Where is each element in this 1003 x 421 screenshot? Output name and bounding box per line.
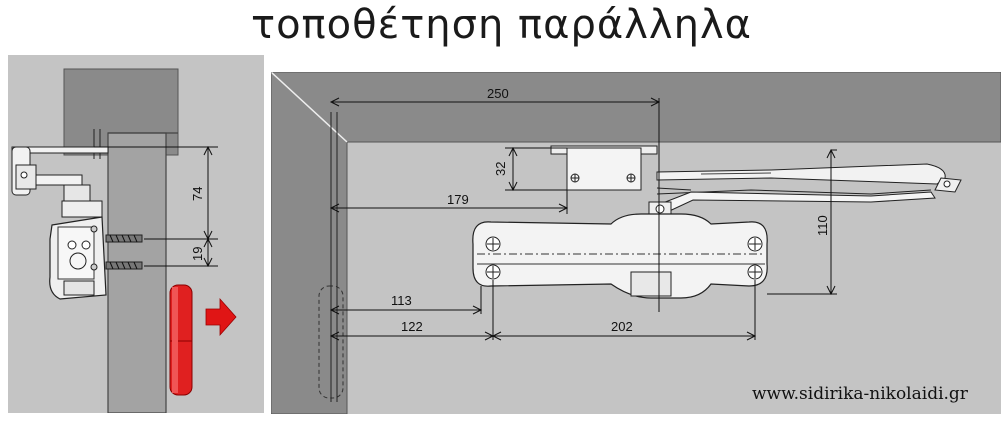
hinge <box>169 284 193 396</box>
dim-32: 32 <box>493 162 508 176</box>
dim-19: 19 <box>190 247 205 261</box>
dim-250: 250 <box>487 86 509 101</box>
top-view-drawing: 250 32 179 110 113 122 202 <box>270 71 1002 415</box>
dim-110: 110 <box>815 215 830 236</box>
side-view-panel: 74 19 <box>8 55 264 414</box>
closer-arm <box>648 163 962 217</box>
dim-179: 179 <box>447 192 469 207</box>
dim-122: 122 <box>401 319 423 334</box>
top-view-panel: 250 32 179 110 113 122 202 www.sidirika-… <box>270 71 1002 415</box>
side-view-drawing: 74 19 <box>11 68 237 414</box>
dim-113: 113 <box>391 293 412 308</box>
page-title: τοποθέτηση παράλληλα <box>251 2 752 48</box>
door-leaf <box>107 132 167 414</box>
website-url: www.sidirika-nikolaidi.gr <box>752 384 968 404</box>
screws <box>105 234 143 270</box>
direction-arrow <box>205 297 237 337</box>
closer-body-side <box>49 216 107 300</box>
side-dimension-lines <box>94 145 218 268</box>
top-dimension-lines <box>329 97 837 341</box>
dim-202: 202 <box>611 319 633 334</box>
dim-74: 74 <box>190 187 205 201</box>
arm-mounting-plate <box>550 145 658 191</box>
closer-body <box>472 213 768 299</box>
closer-arm-side <box>11 146 109 218</box>
